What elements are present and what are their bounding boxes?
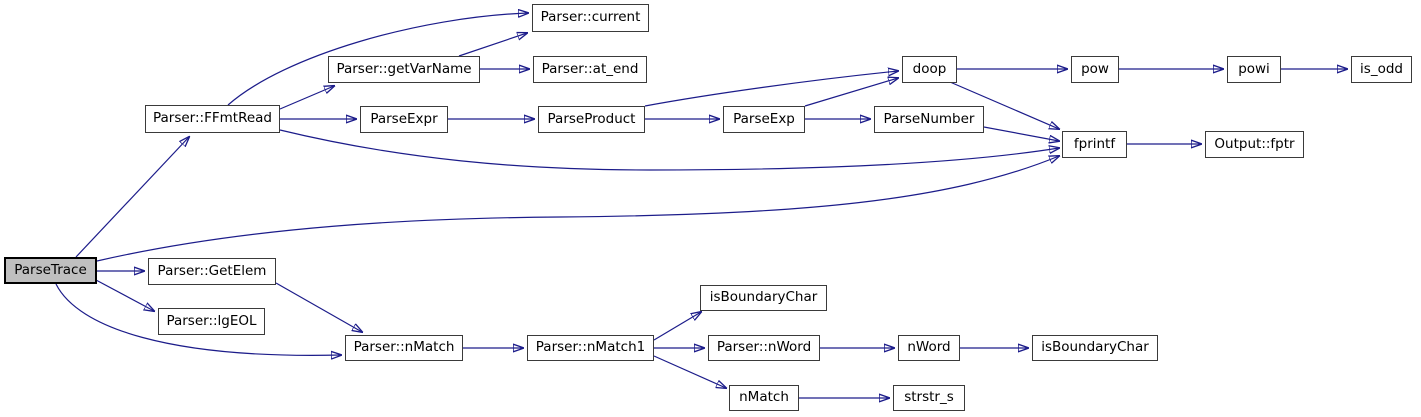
- edge-getvarname-to-current: [458, 33, 527, 57]
- node-strstr-s[interactable]: strstr_s: [893, 385, 965, 411]
- node-parseproduct[interactable]: ParseProduct: [538, 106, 645, 133]
- edge-parseexp-to-doop: [804, 78, 898, 107]
- edge-nmatch1-to-nmatch: [653, 355, 726, 388]
- edge-parsetrace-to-fprintf: [96, 156, 1059, 262]
- node-pow[interactable]: pow: [1071, 56, 1119, 83]
- edge-parseproduct-to-doop: [644, 71, 898, 107]
- node-nmatch-parser[interactable]: Parser::nMatch: [345, 335, 463, 361]
- node-nmatch[interactable]: nMatch: [729, 385, 799, 411]
- node-nword-parser[interactable]: Parser::nWord: [708, 335, 820, 361]
- node-powi[interactable]: powi: [1227, 56, 1281, 83]
- node-fprintf[interactable]: fprintf: [1062, 131, 1127, 158]
- node-output-fptr[interactable]: Output::fptr: [1205, 131, 1304, 158]
- edge-parsetrace-to-ffmtread: [75, 137, 189, 258]
- edge-parsetrace-to-lgeol: [95, 279, 154, 311]
- node-parsenumber[interactable]: ParseNumber: [874, 106, 984, 133]
- node-lgeol[interactable]: Parser::lgEOL: [158, 308, 265, 335]
- node-doop[interactable]: doop: [902, 56, 957, 83]
- node-is-odd[interactable]: is_odd: [1351, 56, 1412, 83]
- edge-ffmtread-to-fprintf: [279, 129, 1059, 171]
- edge-doop-to-fprintf: [949, 81, 1059, 129]
- edge-parsenumber-to-fprintf: [983, 126, 1059, 141]
- node-getvarname[interactable]: Parser::getVarName: [328, 56, 480, 83]
- edge-parsetrace-to-nmatch-parser: [55, 283, 341, 355]
- node-isboundarychar-b[interactable]: isBoundaryChar: [1032, 335, 1158, 361]
- node-parseexp[interactable]: ParseExp: [723, 106, 805, 133]
- node-at-end[interactable]: Parser::at_end: [533, 56, 647, 83]
- node-nmatch1[interactable]: Parser::nMatch1: [527, 335, 654, 361]
- node-ffmtread[interactable]: Parser::FFmtRead: [145, 105, 280, 133]
- edge-ffmtread-to-getvarname: [279, 86, 334, 110]
- node-nword[interactable]: nWord: [898, 335, 960, 361]
- edge-getelem-to-nmatch-parser: [275, 282, 362, 332]
- edge-nmatch1-to-isboundarychar-a: [653, 312, 701, 341]
- node-getelem[interactable]: Parser::GetElem: [148, 258, 276, 285]
- node-parsetrace: ParseTrace: [4, 257, 97, 284]
- edge-ffmtread-to-current: [227, 13, 528, 106]
- node-parseexpr[interactable]: ParseExpr: [360, 106, 448, 133]
- node-current[interactable]: Parser::current: [532, 4, 649, 32]
- node-isboundarychar-a[interactable]: isBoundaryChar: [700, 285, 827, 311]
